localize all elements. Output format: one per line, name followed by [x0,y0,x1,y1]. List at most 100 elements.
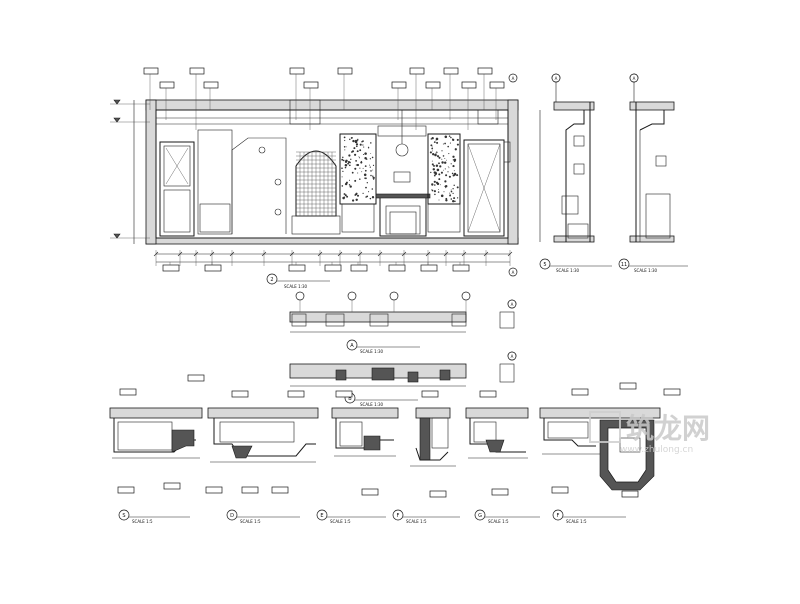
stone-speck [372,175,374,177]
stone-speck [431,146,433,148]
stone-speck [448,175,451,178]
stone-speck [429,151,432,154]
plan-a: A SCALE 1:30 [289,291,517,354]
stone-speck [362,144,364,146]
stone-speck [444,135,448,139]
callout-tag [187,374,205,382]
stone-speck [456,143,459,146]
right-door [463,139,511,237]
dimension-slash [261,251,267,257]
dimension-slash [193,251,199,257]
stone-speck [350,158,352,160]
stone-speck [361,160,362,162]
stone-speck [343,193,346,195]
stone-speck [435,139,437,141]
stone-speck [431,189,433,191]
dimension-slash [289,251,295,257]
stone-speck [359,167,361,169]
stone-speck [430,144,433,147]
stone-speck [438,199,440,201]
stone-speck [370,142,372,144]
detail-5-tag: G [478,513,482,519]
stone-speck [358,157,361,159]
main-elevation [110,99,519,266]
grid-bubble-6: A [633,76,636,81]
callout-tag [231,390,249,398]
stone-speck [435,152,437,154]
callout-tag [162,264,180,272]
stone-speck [348,164,351,167]
stone-speck [341,176,343,178]
stone-speck [451,172,454,175]
callout-tag [117,486,135,494]
stone-speck [356,150,359,153]
stone-speck [344,194,347,197]
stone-speck [438,178,441,181]
stone-speck [452,192,454,195]
stone-speck [370,174,372,177]
stone-speck [438,189,440,191]
stone-speck [452,188,454,190]
stone-speck [355,145,358,148]
stone-speck [344,139,346,142]
stone-speck [351,171,354,174]
stone-speck [359,178,361,180]
callout-tag [324,264,342,272]
callout-tag [119,388,137,396]
stone-speck [347,162,349,165]
stone-speck [445,174,448,177]
stone-speck [432,168,436,171]
stone-speck [452,174,455,177]
stone-speck [438,162,440,165]
stone-speck [356,194,360,197]
stone-speck [441,150,443,152]
stone-speck [364,152,367,155]
stone-speck [444,180,447,183]
callout-tag [163,482,181,490]
stone-speck [453,170,455,172]
stone-speck [367,147,370,149]
main-elevation-scale: SCALE 1:30 [284,284,308,289]
stone-speck [443,161,447,164]
stone-speck [449,192,451,194]
callout-tag [571,388,589,396]
stone-speck [452,159,455,161]
stone-speck [443,169,444,171]
stone-speck [369,164,371,166]
stone-speck [344,182,348,186]
grid-bubble-2: A [512,270,515,275]
dimension-slash [357,251,363,257]
callout-tag [409,67,425,75]
callout-tag [204,264,222,272]
dimension-slash [401,251,407,257]
stone-speck [344,149,346,151]
stone-speck [359,149,362,152]
stone-speck [438,173,441,176]
stone-speck [435,137,439,141]
plan-b-tag: B [348,396,352,402]
stone-speck [355,164,358,166]
stone-speck [354,194,357,196]
stone-speck [452,155,455,158]
detail-2-scale: SCALE 1:5 [240,519,261,524]
grid-bubble-4: A [511,354,514,359]
stone-speck [343,136,346,139]
callout-tag [443,67,459,75]
detail-5-scale: SCALE 1:5 [488,519,509,524]
stone-speck [456,138,459,141]
stone-speck [456,174,458,176]
detail-3-tag: E [320,513,323,519]
stone-speck [456,186,459,189]
dimension-slash [507,251,513,257]
stone-speck [355,143,359,146]
stone-speck [454,148,457,151]
stone-speck [431,147,434,150]
stone-speck [372,169,374,171]
stone-speck [346,195,349,198]
stone-speck [364,165,367,168]
detail-1-tag: S [122,513,125,519]
stone-speck [436,155,440,158]
stone-speck [357,172,359,174]
stone-speck [371,196,375,199]
callout-tag [350,264,368,272]
